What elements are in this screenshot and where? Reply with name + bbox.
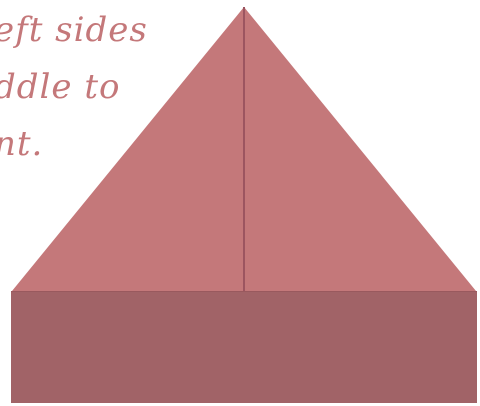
base-band: [11, 291, 477, 403]
